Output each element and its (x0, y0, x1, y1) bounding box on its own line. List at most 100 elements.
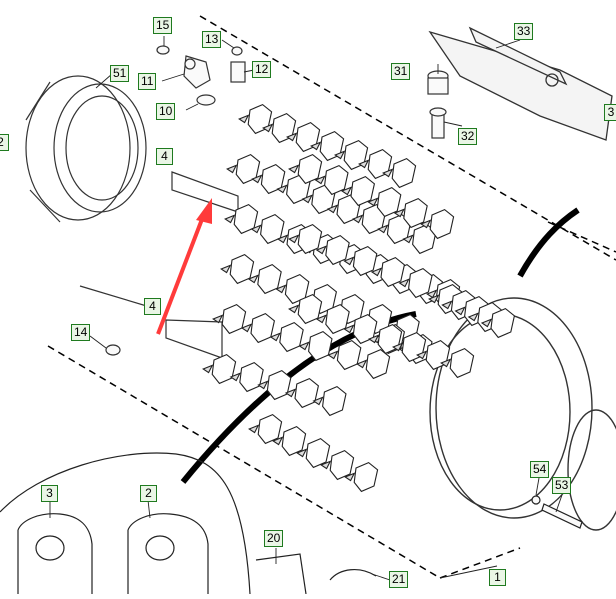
cutter-tooth (403, 197, 428, 229)
tooth-tip (382, 168, 394, 178)
cutter-tooth (490, 307, 516, 339)
callout-31[interactable]: 31 (391, 63, 411, 80)
tooth-tip (467, 312, 479, 322)
leader-lines (49, 36, 563, 581)
small-parts (105, 45, 246, 356)
cutter-tooth (250, 312, 276, 344)
tooth-tip (202, 364, 214, 374)
cutter-tooth (353, 461, 379, 493)
drum-ring-51 (25, 75, 147, 223)
callout-4-lower[interactable]: 4 (144, 298, 161, 315)
callout-53[interactable]: 53 (552, 477, 572, 494)
tooth-tip (286, 132, 298, 142)
cutter-tooth (297, 153, 323, 185)
cutter-tooth (391, 157, 417, 189)
tooth-tip (288, 164, 300, 174)
cutter-tooth (324, 164, 349, 196)
tooth-tip (310, 141, 322, 151)
cutter-tooth (376, 186, 402, 218)
tooth-tip (220, 264, 232, 274)
tooth-tip (367, 197, 379, 207)
tooth-tip (262, 123, 274, 133)
tooth-tip (426, 289, 438, 299)
tooth-tip (326, 204, 339, 214)
tooth-tip (212, 314, 224, 324)
callout-54[interactable]: 54 (530, 461, 550, 478)
callout-21[interactable]: 21 (389, 571, 409, 588)
callout-2-left[interactable]: 2 (0, 134, 9, 151)
cutter-tooth (449, 347, 475, 379)
tooth-tip (480, 318, 493, 328)
callout-12[interactable]: 12 (252, 61, 272, 78)
tooth-tip (358, 159, 370, 169)
tooth-tip (343, 256, 355, 266)
cutter-tooth (352, 245, 378, 277)
callout-13[interactable]: 13 (202, 31, 222, 48)
tooth-tip (240, 323, 253, 333)
cutter-tooth (429, 208, 455, 240)
cutter-tooth (297, 223, 323, 255)
cutter-tooth (322, 385, 347, 417)
cutter-tooth (308, 330, 333, 362)
callout-3[interactable]: 3 (41, 485, 58, 502)
tooth-tip (229, 372, 241, 382)
tooth-tip (334, 150, 346, 160)
cutter-tooth (281, 425, 307, 457)
callout-11[interactable]: 11 (138, 73, 157, 90)
callout-51[interactable]: 51 (110, 65, 130, 82)
cutter-tooth (239, 361, 264, 393)
detail-insets (0, 452, 377, 595)
callout-15[interactable]: 15 (153, 17, 173, 34)
callout-4-upper[interactable]: 4 (156, 148, 173, 165)
tooth-tip (454, 306, 466, 316)
tooth-tip (269, 332, 281, 342)
cutter-tooth (266, 369, 292, 401)
tooth-tip (298, 341, 310, 351)
cutter-teeth (202, 103, 516, 493)
tooth-tip (315, 314, 327, 324)
tooth-tip (420, 219, 432, 229)
cutter-tooth (221, 303, 247, 335)
tooth-tip (275, 284, 287, 294)
callout-2[interactable]: 2 (140, 485, 157, 502)
tooth-tip (416, 350, 428, 360)
cutter-tooth (294, 377, 320, 409)
tooth-tip (257, 380, 269, 390)
cutter-tooth (365, 348, 391, 380)
callout-20[interactable]: 20 (264, 530, 284, 547)
tooth-tip (288, 234, 300, 244)
callout-3-cut-label: 3 (607, 105, 615, 119)
tooth-tip (247, 274, 259, 284)
tooth-tip (276, 234, 289, 244)
callout-10[interactable]: 10 (156, 103, 176, 120)
tooth-tip (393, 208, 405, 218)
callout-14[interactable]: 14 (71, 324, 91, 341)
tooth-tip (428, 294, 440, 304)
cutter-tooth (325, 234, 350, 266)
tooth-tip (340, 186, 353, 196)
tooth-tip (314, 175, 326, 185)
tooth-tip (238, 114, 250, 124)
callout-33[interactable]: 33 (514, 23, 534, 40)
bolt-53 (531, 495, 583, 529)
cutter-tooth (257, 413, 283, 445)
tooth-tip (284, 388, 297, 398)
callout-1[interactable]: 1 (489, 569, 506, 586)
tooth-tip (327, 350, 339, 360)
red-arrow (156, 198, 212, 335)
tooth-tip (352, 214, 364, 224)
tooth-tip (315, 245, 327, 255)
tooth-tip (392, 342, 404, 352)
callout-32[interactable]: 32 (458, 128, 478, 145)
callout-3-cut[interactable]: 3 (604, 104, 616, 121)
tooth-tip (398, 278, 410, 288)
tooth-tip (402, 234, 414, 244)
cutter-tooth (211, 353, 237, 385)
tooth-tip (440, 358, 452, 368)
cutter-tooth (408, 267, 433, 299)
tooth-tip (377, 224, 389, 234)
tooth-tip (226, 164, 238, 174)
cutter-tooth (380, 256, 406, 288)
